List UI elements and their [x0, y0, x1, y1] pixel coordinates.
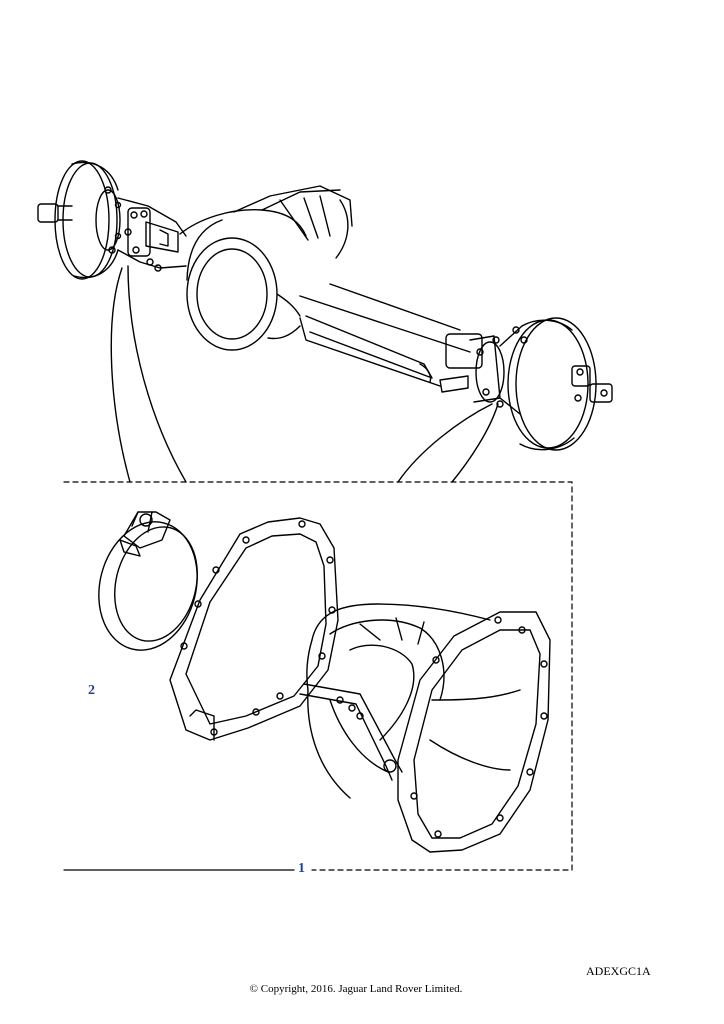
callout-2[interactable]: 2: [88, 683, 95, 698]
rear-axle-assembly: [37, 160, 613, 451]
differential-housing: [179, 185, 353, 351]
right-brake-drum: [445, 317, 613, 451]
illustration-code: ADEXGC1A: [586, 964, 651, 978]
copyright-notice: © Copyright, 2016. Jaguar Land Rover Lim…: [249, 983, 463, 995]
left-axle-flange: [117, 197, 187, 272]
detail-box: [63, 481, 573, 871]
callout-1[interactable]: 1: [298, 861, 305, 876]
right-axle-tube: [299, 283, 471, 393]
detail-leader-lines: [110, 265, 499, 483]
hose-clamp: [98, 511, 198, 651]
axle-gaiter: [299, 603, 551, 853]
left-brake-drum: [37, 160, 122, 280]
gasket: [169, 517, 339, 741]
